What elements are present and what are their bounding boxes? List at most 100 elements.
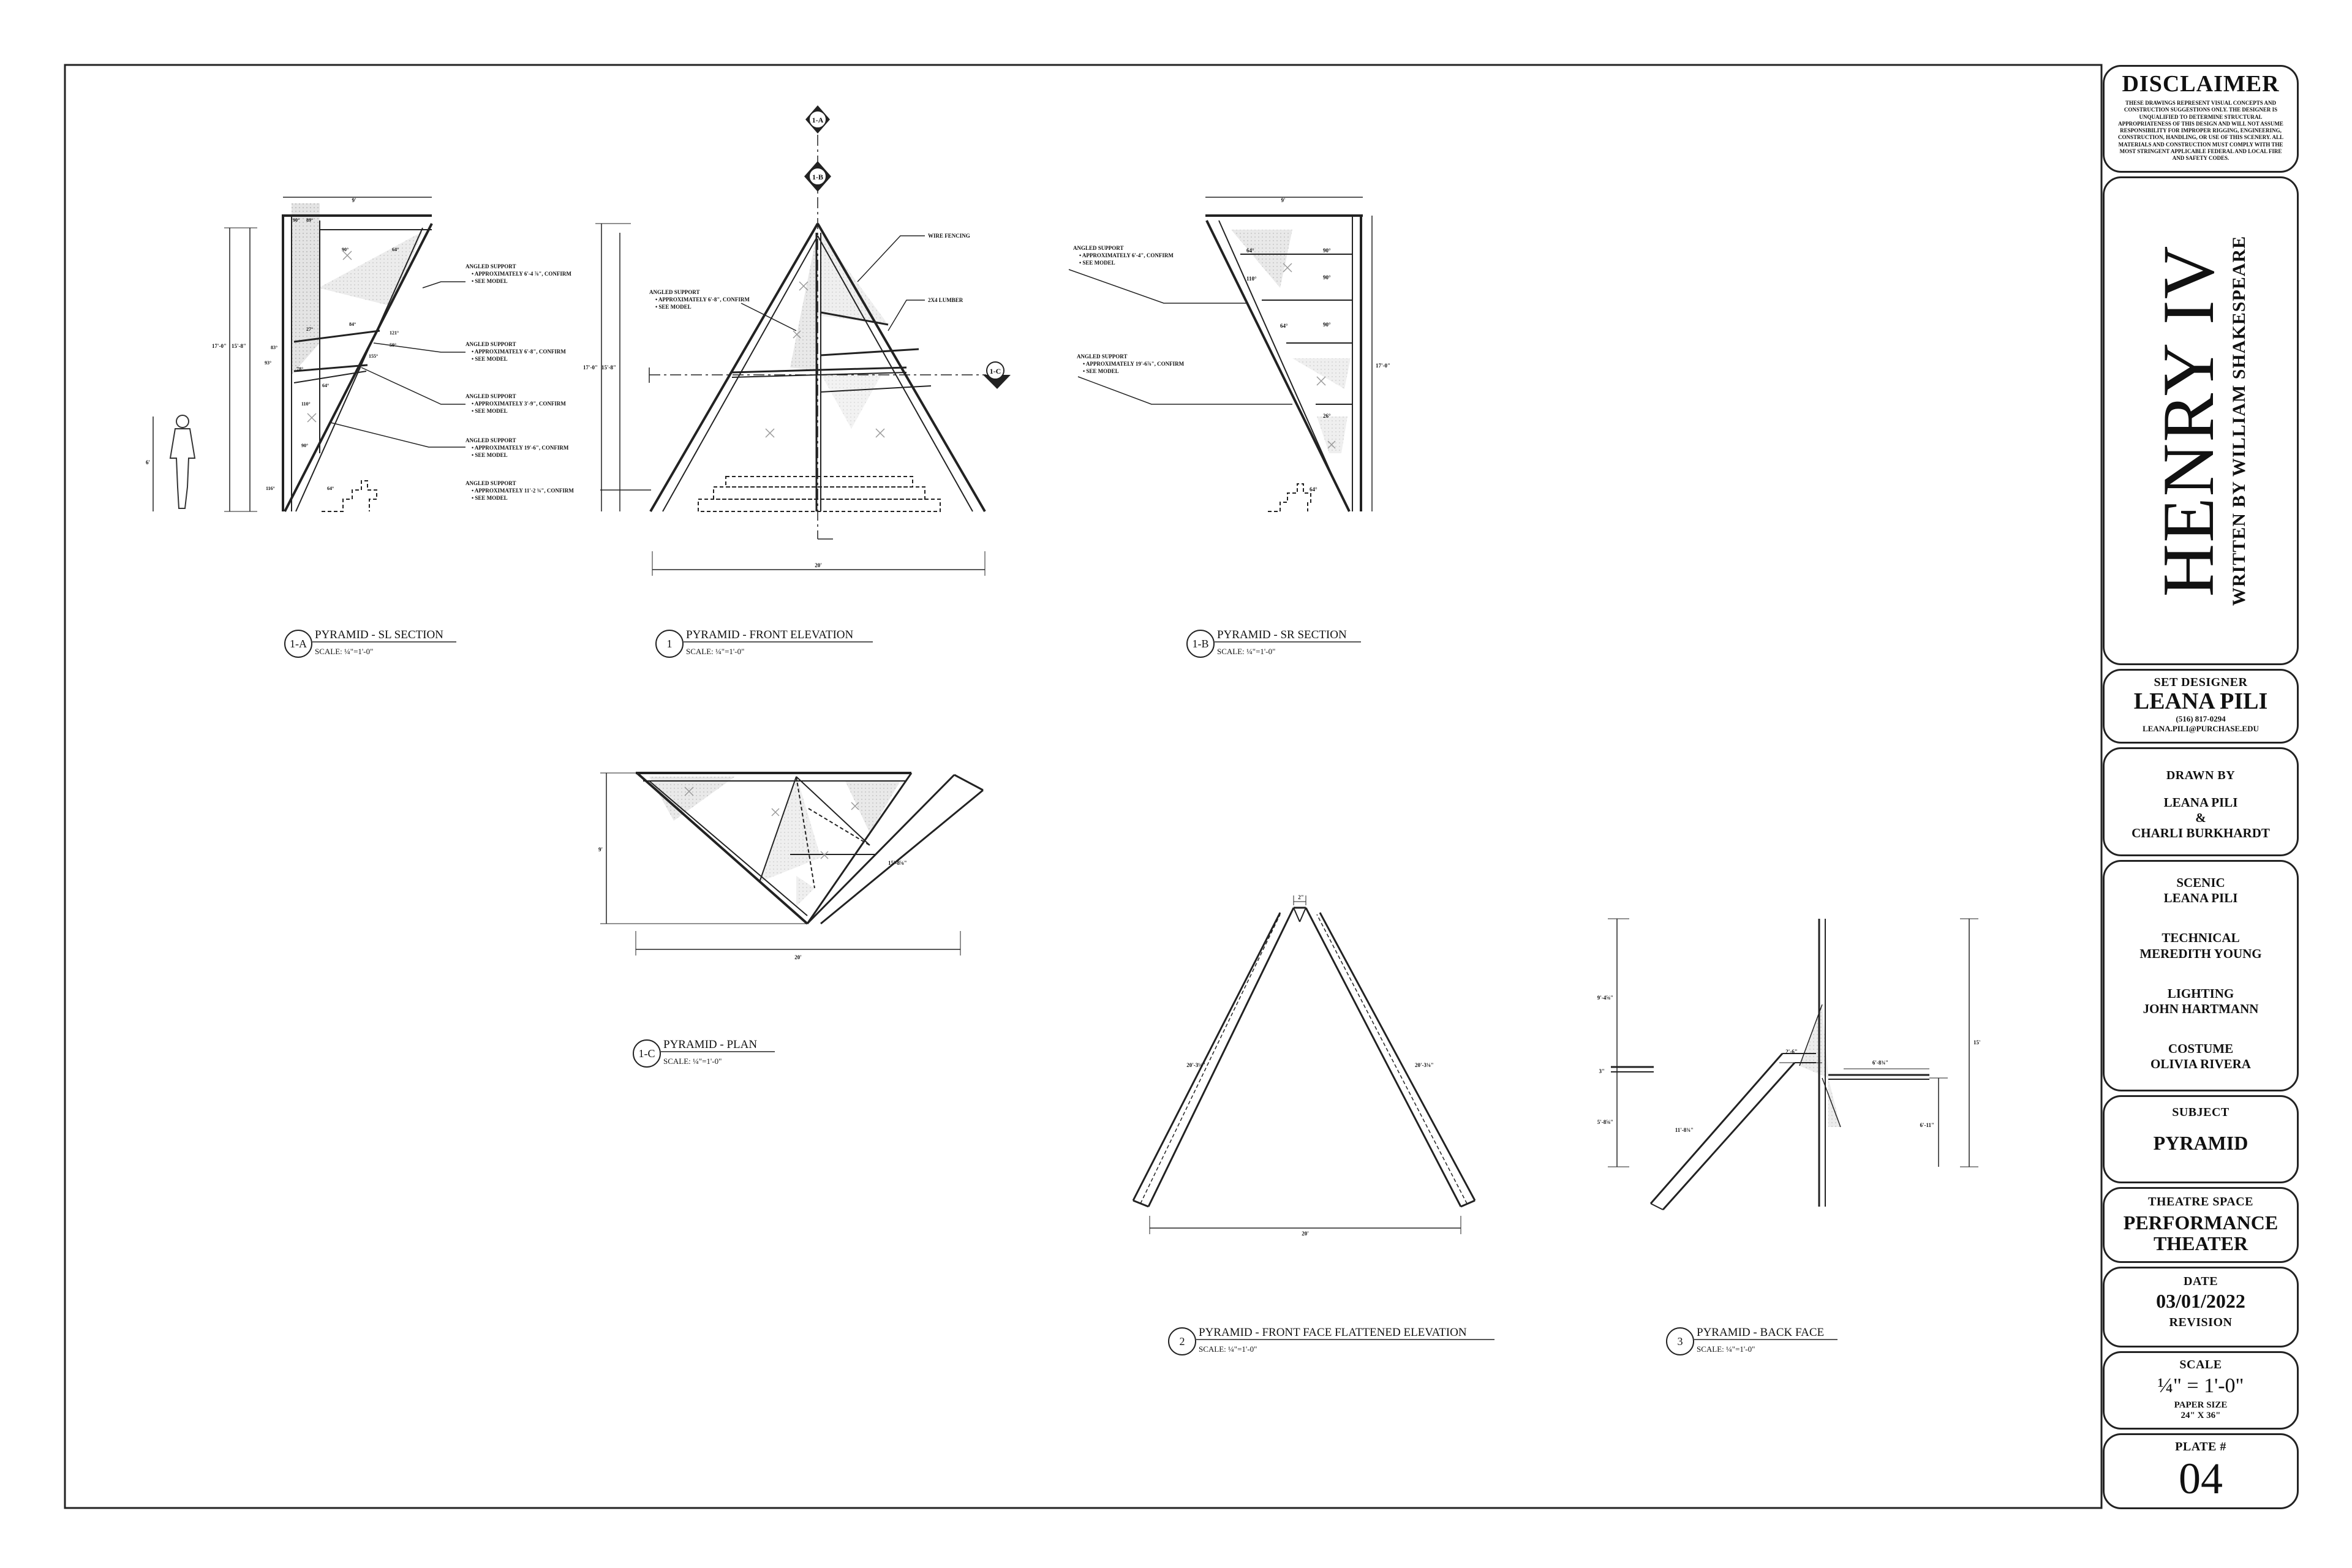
dim-label: 9' <box>352 197 356 203</box>
note-line: ANGLED SUPPORT <box>466 393 516 399</box>
credit-label: SCENIC <box>2176 875 2225 890</box>
view-title: PYRAMID - SL SECTION <box>315 628 443 641</box>
front-face-labels: 2" 20'-3⅛" 20'-3⅛" 20' <box>1186 894 1434 1237</box>
view-scale: SCALE: ¼"=1'-0" <box>1199 1344 1257 1354</box>
view-plan <box>600 772 984 956</box>
view-scale: SCALE: ¼"=1'-0" <box>1697 1344 1755 1354</box>
view-back-face <box>1608 918 1978 1211</box>
note-line: ANGLED SUPPORT <box>1077 353 1127 360</box>
front-elevation-labels: 17'-0" 15'-8" 20' ANGLED SUPPORT • APPRO… <box>583 233 970 568</box>
view-front-elevation <box>595 135 986 576</box>
credit-name: LEANA PILI <box>2163 891 2238 906</box>
view-scale: SCALE: ¼"=1'-0" <box>663 1057 722 1066</box>
subject-label: SUBJECT <box>2172 1106 2230 1119</box>
note-line: • APPROXIMATELY 11'-2 ¾", CONFIRM <box>472 488 574 494</box>
dim-label: 15' <box>1973 1039 1981 1046</box>
note-line: • SEE MODEL <box>472 452 508 458</box>
dim-label: 17'-0" <box>212 343 227 349</box>
plan-labels: 9' 20' 15'-8⅝" <box>598 846 907 960</box>
angle-label: 90° <box>301 443 308 448</box>
plate-label: PLATE # <box>2175 1440 2226 1453</box>
angle-label: 27° <box>306 326 313 332</box>
dim-label: 2" <box>1298 894 1304 900</box>
dim-label: 2'-6" <box>1785 1049 1798 1055</box>
view-number: 1 <box>667 638 673 650</box>
angle-label: 59° <box>390 342 396 348</box>
note-line: • APPROXIMATELY 19'-6", CONFIRM <box>472 445 569 451</box>
view-scale: SCALE: ¼"=1'-0" <box>686 647 744 656</box>
dim-label: 9' <box>1281 197 1285 203</box>
sl-angle-labels: 90° 89° 64° 90° 27° 84° 121° 59° 83° 93°… <box>265 217 399 491</box>
dim-label: 15'-8" <box>232 343 246 349</box>
scale-value: ¼" = 1'-0" <box>2157 1374 2244 1397</box>
designer-email: LEANA.PILI@PURCHASE.EDU <box>2143 723 2259 733</box>
angle-label: 84° <box>349 322 356 327</box>
play-title: HENRY IV <box>2147 244 2229 597</box>
note-line: • SEE MODEL <box>1079 260 1115 266</box>
section-marker-1-c: 1-C <box>983 361 1011 389</box>
drawn-by-box: DRAWN BY LEANA PILI & CHARLI BURKHARDT <box>2103 747 2299 856</box>
credit-name: JOHN HARTMANN <box>2143 1001 2259 1016</box>
revision-label: REVISION <box>2169 1315 2233 1329</box>
drawn-by-ampersand: & <box>2195 810 2206 826</box>
view-number: 1-B <box>1193 638 1209 650</box>
angle-label: 121° <box>390 330 399 336</box>
angle-label: 83° <box>271 345 277 350</box>
view-title-2: 2 PYRAMID - FRONT FACE FLATTENED ELEVATI… <box>1168 1326 1494 1355</box>
note-line: ANGLED SUPPORT <box>466 437 516 443</box>
date-box: DATE 03/01/2022 REVISION <box>2103 1267 2299 1348</box>
view-title: PYRAMID - SR SECTION <box>1217 628 1347 641</box>
dim-label: 15'-8" <box>601 364 616 371</box>
theatre-label: THEATRE SPACE <box>2148 1195 2253 1208</box>
angle-label: 78° <box>296 366 303 372</box>
view-title: PYRAMID - FRONT FACE FLATTENED ELEVATION <box>1199 1326 1467 1339</box>
view-title-3: 3 PYRAMID - BACK FACE SCALE: ¼"=1'-0" <box>1666 1326 1838 1355</box>
scale-label: SCALE <box>2179 1358 2222 1371</box>
note-line: • APPROXIMATELY 6'-8", CONFIRM <box>472 349 566 355</box>
set-designer-name: LEANA PILI <box>2133 688 2268 714</box>
angle-label: 110° <box>1246 276 1257 282</box>
angle-label: 116° <box>266 486 275 491</box>
view-sl-section <box>153 197 466 512</box>
view-title: PYRAMID - FRONT ELEVATION <box>686 628 854 641</box>
dim-label: 6' <box>146 459 150 466</box>
title-box: HENRY IV WRITTEN BY WILLIAM SHAKESPEARE <box>2103 176 2299 665</box>
note-line: • SEE MODEL <box>472 495 508 501</box>
subject-box: SUBJECT PYRAMID <box>2103 1095 2299 1183</box>
dim-label: 20' <box>1302 1231 1309 1237</box>
dim-label: 17'-0" <box>1376 363 1390 369</box>
angle-label: 90° <box>1323 247 1331 254</box>
view-number: 1-A <box>290 638 307 650</box>
drawn-by-label: DRAWN BY <box>2166 769 2236 782</box>
dim-label: 20' <box>815 562 822 568</box>
theatre-value: PERFORMANCE <box>2123 1212 2278 1234</box>
theatre-box: THEATRE SPACE PERFORMANCE THEATER <box>2103 1187 2299 1263</box>
dim-label: 15'-8⅝" <box>888 860 907 866</box>
view-front-face-flattened <box>1132 895 1476 1234</box>
view-number: 3 <box>1678 1335 1683 1348</box>
designer-phone: (516) 817-0294 <box>2176 714 2226 723</box>
note-line: ANGLED SUPPORT <box>1073 245 1123 251</box>
dim-label: 20' <box>794 954 802 960</box>
angle-label: 64° <box>322 383 329 388</box>
note-line: • APPROXIMATELY 19'-6⅞", CONFIRM <box>1083 361 1185 367</box>
note-line: • SEE MODEL <box>655 304 692 310</box>
note-line: 2X4 LUMBER <box>928 297 963 303</box>
angle-label: 110° <box>301 401 311 407</box>
dim-label: 11'-8¾" <box>1675 1127 1694 1133</box>
drawn-by-name: LEANA PILI <box>2163 795 2238 810</box>
view-title-1-c: 1-C PYRAMID - PLAN SCALE: ¼"=1'-0" <box>633 1038 775 1068</box>
set-designer-label: SET DESIGNER <box>2154 676 2248 689</box>
angle-label: 155° <box>369 353 378 359</box>
dim-label: 17'-0" <box>583 364 598 371</box>
dim-label: 9' <box>598 846 603 853</box>
credit-label: COSTUME <box>2168 1041 2234 1057</box>
credits-box: SCENIC LEANA PILI TECHNICAL MEREDITH YOU… <box>2103 860 2299 1091</box>
section-marker-1-b: 1-B <box>804 161 831 192</box>
note-line: ANGLED SUPPORT <box>466 480 516 486</box>
back-face-labels: 9'-4⅝" 3" 5'-8⅝" 2'-6" 6'-8¾" 11'-8¾" 15… <box>1597 995 1981 1133</box>
angle-label: 93° <box>265 360 271 366</box>
view-scale: SCALE: ¼"=1'-0" <box>315 647 373 656</box>
play-title-block: HENRY IV WRITTEN BY WILLIAM SHAKESPEARE <box>2147 236 2250 606</box>
view-sr-section <box>1068 197 1373 512</box>
